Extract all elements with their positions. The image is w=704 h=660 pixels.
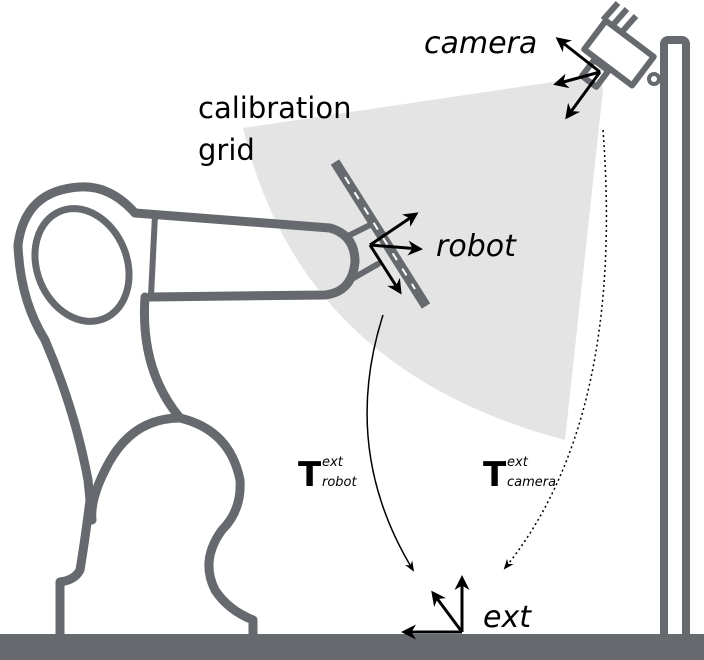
transform-subscript: robot — [322, 475, 358, 490]
camera-field-of-view — [243, 75, 603, 440]
camera-to-ext-arrow — [503, 129, 608, 570]
transform-robot-label: T ext robot — [298, 455, 358, 495]
robot-label: robot — [436, 229, 517, 264]
transform-symbol: T — [298, 455, 322, 495]
robot-frame-axes — [368, 212, 423, 295]
calibration-label: calibration — [198, 91, 351, 125]
camera-icon — [578, 1, 661, 90]
camera-frame-axes — [553, 37, 602, 120]
robot-to-ext-arrow — [366, 314, 415, 572]
ground — [0, 634, 704, 660]
ext-frame-axes — [401, 575, 470, 640]
grid-label: grid — [198, 133, 255, 167]
robot-arm — [13, 182, 381, 639]
transform-subscript: camera — [507, 475, 556, 490]
transform-superscript: ext — [322, 455, 344, 470]
camera-pole — [660, 36, 690, 642]
transform-superscript: ext — [507, 455, 529, 470]
transform-camera-label: T ext camera — [483, 455, 556, 495]
camera-label: camera — [424, 26, 537, 61]
transform-symbol: T — [483, 455, 507, 495]
ext-label: ext — [483, 600, 532, 635]
calibration-grid — [330, 159, 431, 309]
